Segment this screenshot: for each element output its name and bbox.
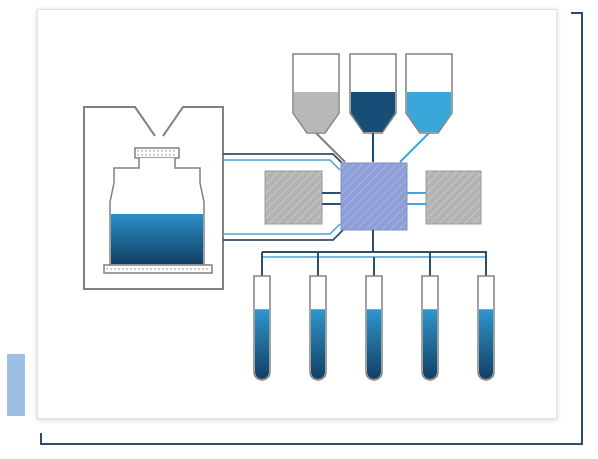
- right-module: [425, 170, 482, 225]
- hopper-gray: [292, 53, 340, 134]
- pipes-hoppers-to-hub: [315, 132, 430, 163]
- test-tubes: [253, 275, 495, 381]
- test-tube: [477, 275, 495, 381]
- reservoir-liquid: [111, 214, 203, 264]
- test-tube: [309, 275, 327, 381]
- tube-liquid: [311, 309, 325, 379]
- distribution-manifold: [261, 230, 487, 276]
- reservoir-bottle: [103, 147, 213, 274]
- frame-line: [40, 12, 583, 445]
- test-tube: [365, 275, 383, 381]
- enclosure-outline: [83, 106, 224, 290]
- test-tube: [421, 275, 439, 381]
- central-hub: [340, 162, 408, 231]
- pipes-enclosure-to-hub: [223, 153, 346, 241]
- tube-liquid: [423, 309, 437, 379]
- accent-bar: [7, 354, 25, 416]
- test-tube: [253, 275, 271, 381]
- left-module: [264, 170, 323, 225]
- tube-liquid: [367, 309, 381, 379]
- tube-liquid: [479, 309, 493, 379]
- frame-tick-bottom: [40, 433, 42, 445]
- module-connectors: [322, 192, 426, 205]
- hopper-blue: [405, 53, 453, 134]
- hopper-navy: [349, 53, 397, 134]
- frame-tick-top: [571, 12, 583, 14]
- tube-liquid: [255, 309, 269, 379]
